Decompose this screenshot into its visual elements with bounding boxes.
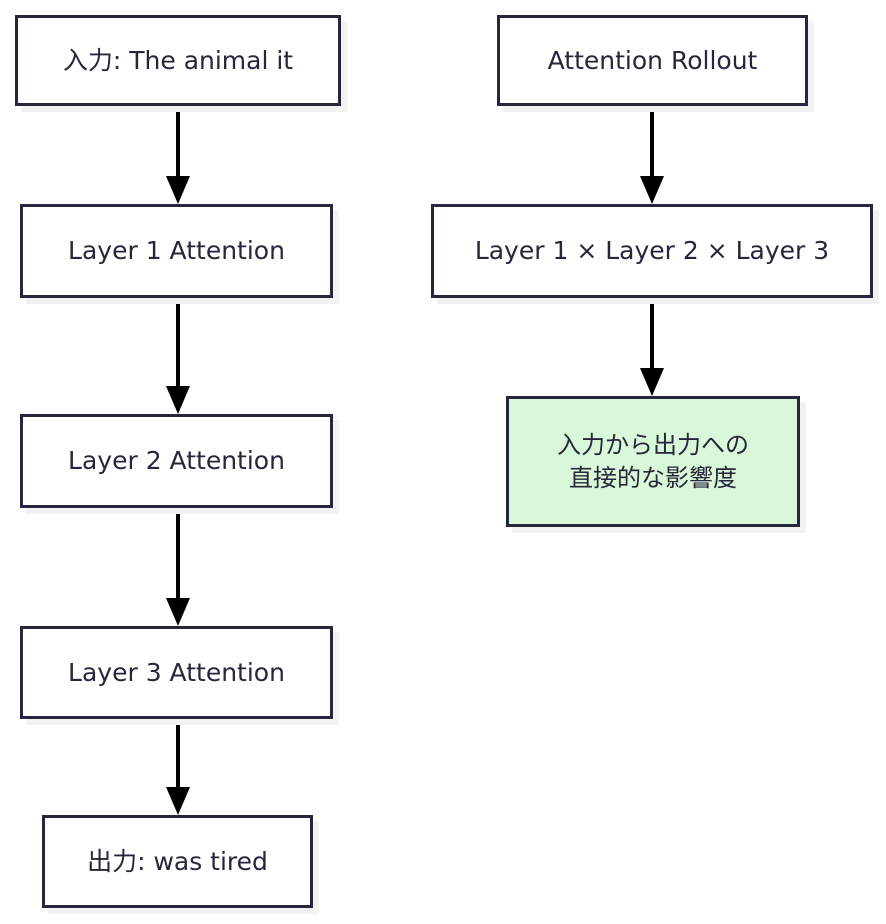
node-layer-product-label: Layer 1 × Layer 2 × Layer 3 [474, 236, 830, 266]
node-layer-product[interactable]: Layer 1 × Layer 2 × Layer 3 [431, 204, 873, 298]
node-output-label: 出力: was tired [87, 846, 268, 876]
node-input[interactable]: 入力: The animal it [15, 15, 341, 106]
node-layer-1-attention[interactable]: Layer 1 Attention [20, 204, 333, 298]
node-direct-influence[interactable]: 入力から出力への 直接的な影響度 [506, 396, 800, 527]
node-layer-2-attention-label: Layer 2 Attention [68, 446, 285, 476]
edge-layer2-to-layer3 [158, 506, 198, 628]
edge-product-to-effect [632, 296, 672, 398]
node-direct-influence-label: 入力から出力への 直接的な影響度 [557, 431, 749, 492]
node-output[interactable]: 出力: was tired [42, 815, 313, 908]
node-layer-3-attention[interactable]: Layer 3 Attention [20, 626, 333, 719]
node-input-label: 入力: The animal it [62, 45, 294, 75]
node-layer-3-attention-label: Layer 3 Attention [68, 657, 285, 687]
node-layer-2-attention[interactable]: Layer 2 Attention [20, 414, 333, 508]
edge-input-to-layer1 [158, 104, 198, 206]
node-attention-rollout-label: Attention Rollout [547, 45, 758, 75]
edge-layer3-to-output [158, 717, 198, 817]
node-layer-1-attention-label: Layer 1 Attention [68, 236, 285, 266]
edge-rollout-to-product [632, 104, 672, 206]
edge-layer1-to-layer2 [158, 296, 198, 416]
node-attention-rollout[interactable]: Attention Rollout [497, 15, 808, 106]
